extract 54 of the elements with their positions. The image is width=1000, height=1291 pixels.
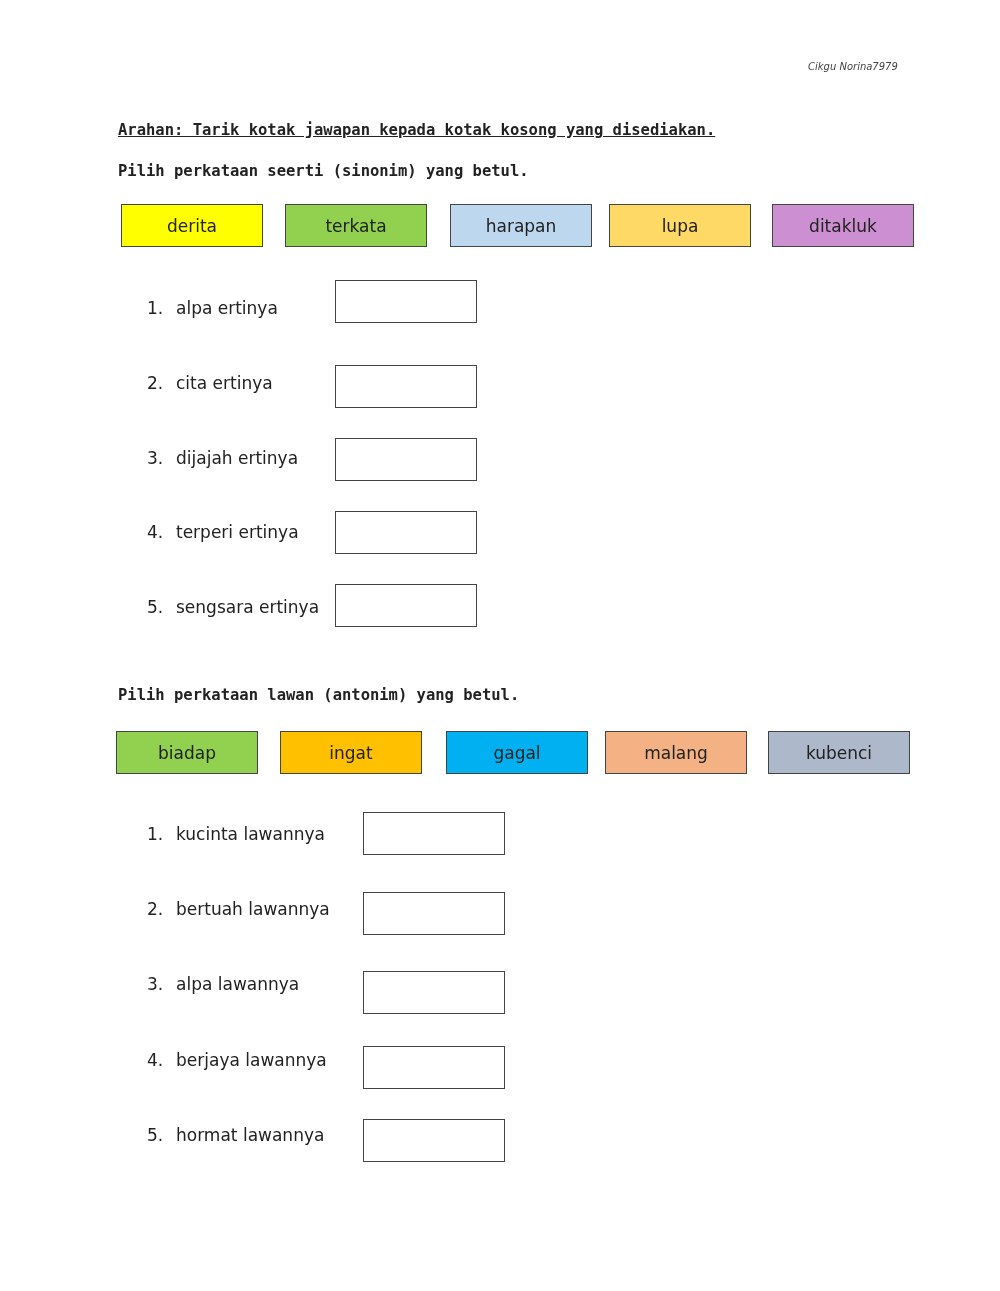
choice-word: terkata: [325, 215, 387, 236]
question-text: cita ertinya: [176, 372, 273, 394]
question-text: alpa lawannya: [176, 973, 300, 995]
question-number: 2.: [147, 372, 164, 394]
question-text: sengsara ertinya: [176, 596, 320, 618]
question-text: bertuah lawannya: [176, 898, 330, 920]
question-text: dijajah ertinya: [176, 447, 299, 469]
answer-choice-card: [605, 731, 747, 774]
choice-word: kubenci: [805, 742, 873, 763]
question-number: 3.: [147, 447, 164, 469]
answer-choice-card: [116, 731, 258, 774]
question-number: 1.: [147, 297, 164, 319]
question-number: 5.: [147, 596, 164, 618]
answer-box: [363, 812, 505, 855]
answer-choice-card: [768, 731, 910, 774]
answer-choice-card: [280, 731, 422, 774]
question-number: 3.: [147, 973, 164, 995]
answer-choice-card: [285, 204, 427, 247]
choice-word: ingat: [329, 742, 373, 763]
answer-choice-card: [121, 204, 263, 247]
question-number: 1.: [147, 823, 164, 845]
question-number: 2.: [147, 898, 164, 920]
section-heading: Pilih perkataan seerti (sinonim) yang betul.: [118, 161, 529, 182]
answer-choice-card: [772, 204, 914, 247]
question-text: alpa ertinya: [176, 297, 278, 319]
answer-box: [363, 971, 505, 1014]
choice-word: derita: [166, 215, 217, 236]
answer-box: [335, 365, 477, 408]
answer-box: [335, 511, 477, 554]
instruction-text: Arahan: Tarik kotak jawapan kepada kotak kosong yang disediakan.: [118, 120, 716, 141]
choice-word: harapan: [485, 215, 557, 236]
question-number: 5.: [147, 1124, 164, 1146]
question-number: 4.: [147, 521, 164, 543]
question-text: kucinta lawannya: [176, 823, 325, 845]
choice-word: biadap: [158, 742, 216, 763]
answer-box: [363, 892, 505, 935]
question-text: terperi ertinya: [176, 521, 299, 543]
answer-choice-card: [609, 204, 751, 247]
answer-box: [363, 1119, 505, 1162]
choice-word: malang: [644, 742, 708, 763]
answer-box: [335, 584, 477, 627]
answer-box: [363, 1046, 505, 1089]
answer-box: [335, 280, 477, 323]
author-name: Cikgu Norina7979: [808, 60, 898, 74]
choice-word: gagal: [493, 742, 541, 763]
section-heading: Pilih perkataan lawan (antonim) yang betul.: [118, 685, 520, 706]
answer-box: [335, 438, 477, 481]
question-text: hormat lawannya: [176, 1124, 325, 1146]
question-number: 4.: [147, 1049, 164, 1071]
choice-word: lupa: [661, 215, 699, 236]
question-text: berjaya lawannya: [176, 1049, 327, 1071]
choice-word: ditakluk: [809, 215, 877, 236]
answer-choice-card: [450, 204, 592, 247]
answer-choice-card: [446, 731, 588, 774]
